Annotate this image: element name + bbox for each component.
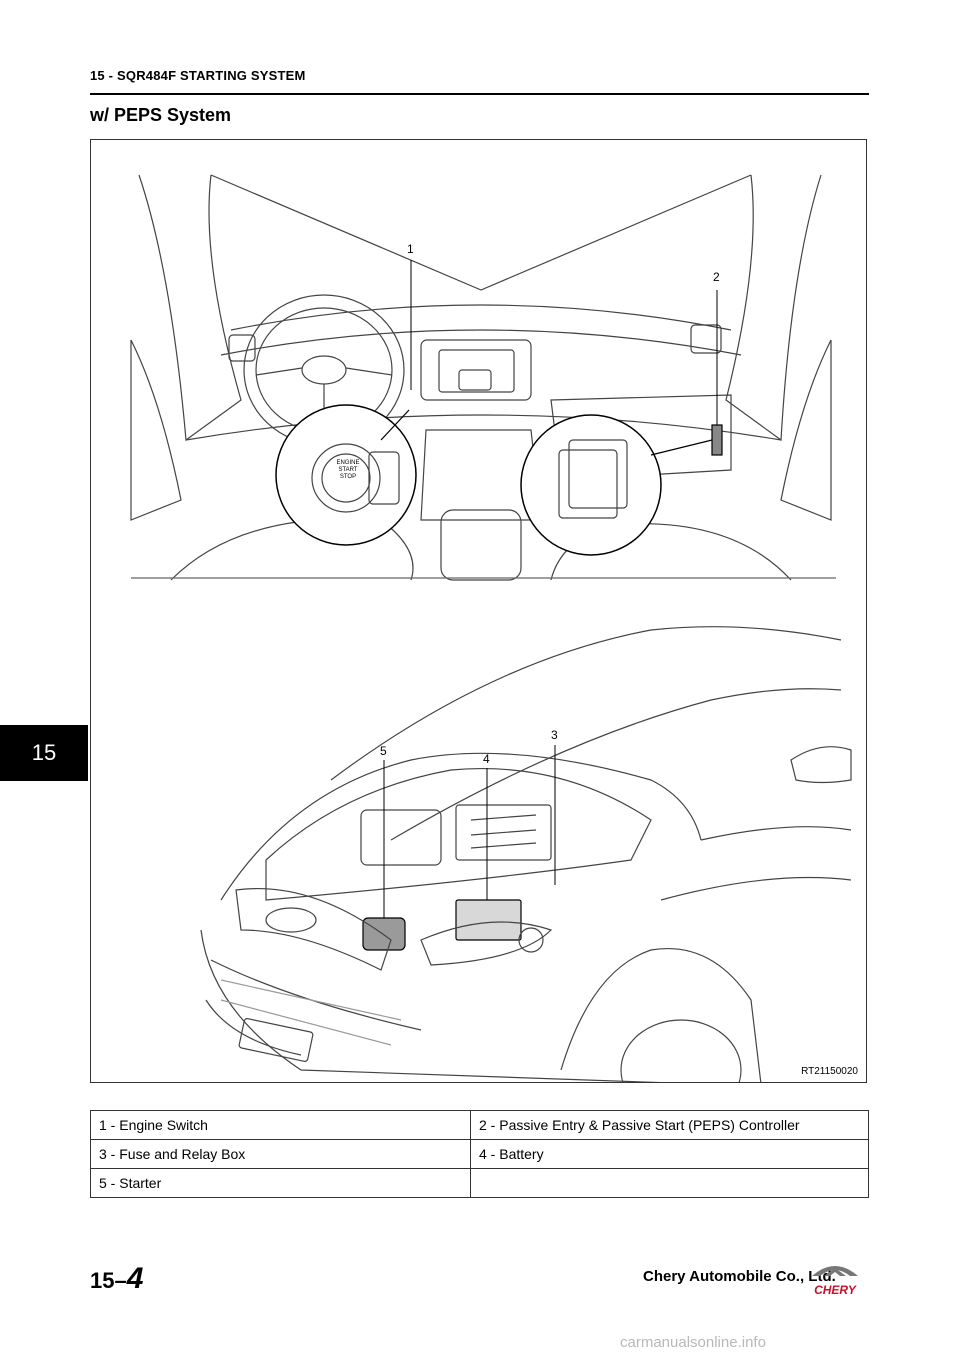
switch-text-stop: STOP	[339, 474, 357, 480]
car-illustration	[130, 174, 852, 1082]
chapter-side-tab: 15	[0, 725, 88, 781]
legend-cell: 3 - Fuse and Relay Box	[90, 1139, 471, 1169]
section-title: w/ PEPS System	[90, 105, 232, 125]
exterior-drawing	[200, 626, 852, 1082]
header-title: 15 - SQR484F STARTING SYSTEM	[90, 68, 306, 83]
callout-4: 4	[483, 752, 490, 766]
callout-3: 3	[551, 728, 558, 742]
page-number: 15–4	[90, 1262, 143, 1296]
legend-cell	[470, 1168, 869, 1198]
callout-2: 2	[713, 270, 720, 284]
page-num: 4	[126, 1262, 144, 1295]
illustration-figure: 1 2 3 4 5 ENGINE START STOP RT21150020	[90, 139, 867, 1083]
legend-table: 1 - Engine Switch 2 - Passive Entry & Pa…	[90, 1110, 869, 1198]
callout-5: 5	[380, 744, 387, 758]
interior-drawing	[130, 174, 836, 581]
chery-logo: CHERY	[800, 1260, 870, 1305]
callout-1: 1	[407, 242, 414, 256]
legend-cell: 2 - Passive Entry & Passive Start (PEPS)…	[470, 1110, 869, 1140]
page-chapter: 15–	[90, 1268, 127, 1293]
engine-switch-label: ENGINE START STOP	[328, 460, 368, 481]
switch-text-engine: ENGINE	[336, 460, 360, 466]
chery-logo-icon: CHERY	[812, 1266, 858, 1297]
company-name: Chery Automobile Co., Ltd.	[643, 1268, 836, 1285]
legend-cell: 5 - Starter	[90, 1168, 471, 1198]
legend-cell: 4 - Battery	[470, 1139, 869, 1169]
table-row: 5 - Starter	[90, 1168, 869, 1198]
table-row: 1 - Engine Switch 2 - Passive Entry & Pa…	[90, 1110, 869, 1140]
switch-text-start: START	[338, 467, 358, 473]
figure-id: RT21150020	[801, 1066, 858, 1077]
watermark: carmanualsonline.info	[620, 1334, 766, 1351]
legend-cell: 1 - Engine Switch	[90, 1110, 471, 1140]
table-row: 3 - Fuse and Relay Box 4 - Battery	[90, 1139, 869, 1169]
header-rule	[90, 93, 869, 95]
logo-text: CHERY	[814, 1283, 857, 1297]
